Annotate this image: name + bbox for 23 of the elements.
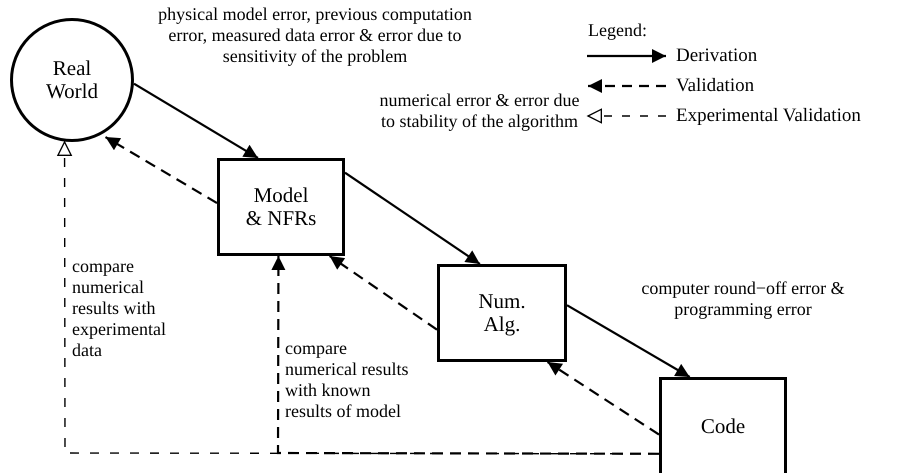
arrow (104, 136, 218, 204)
process-box (659, 377, 787, 473)
node-label: Num. Alg. (477, 290, 527, 336)
edge-label: compare numerical results with experimental data (72, 256, 167, 361)
arrow (329, 255, 438, 331)
legend-label: Derivation (676, 45, 758, 67)
legend-label: Experimental Validation (676, 105, 861, 127)
edge-label: computer round−off error & programming error (640, 278, 846, 320)
node-label: Code (700, 415, 746, 438)
edge-label: physical model error, previous computation error, measured data error & error due to sensitivity of the problem (157, 4, 473, 67)
edge-label: compare numerical results with known results of model (285, 338, 410, 422)
arrow (546, 361, 660, 436)
arrow (344, 172, 481, 265)
edge-label: numerical error & error due to stability of the algorithm (378, 90, 580, 132)
arrow (133, 82, 259, 159)
process-box (217, 158, 345, 256)
process-box (437, 264, 567, 362)
arrow (566, 304, 690, 378)
node-label: Real World (45, 57, 99, 103)
legend-label: Validation (676, 75, 754, 97)
node-label: Model & NFRs (245, 184, 317, 230)
arrow (271, 256, 659, 455)
legend-title: Legend: (588, 20, 647, 41)
